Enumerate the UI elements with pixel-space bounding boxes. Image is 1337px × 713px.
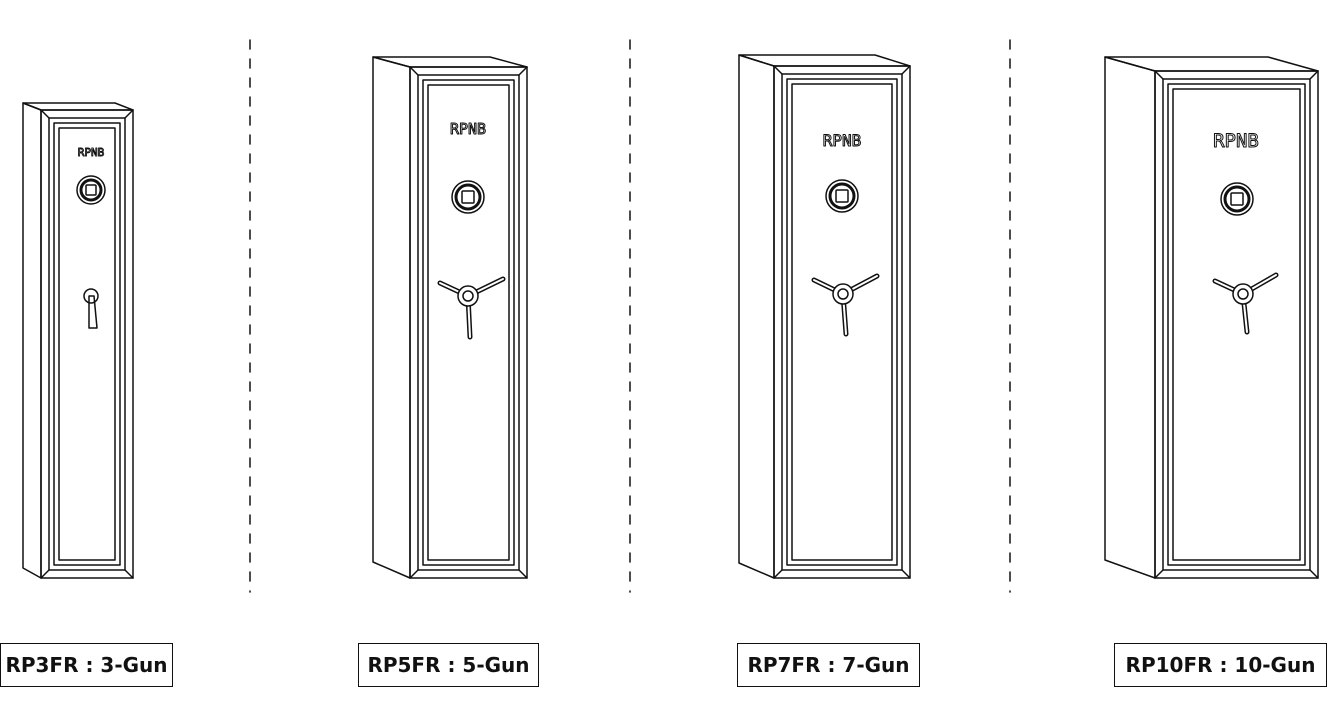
logo-text: RPNB [450,120,486,138]
fingerprint-lock-icon [451,180,485,214]
fingerprint-lock-icon [1220,182,1254,216]
safe-rp10fr: RPNB [1104,56,1319,579]
logo-text: RPNB [78,146,105,159]
lever-handle-icon [83,288,99,329]
safe-rp7fr: RPNB [738,54,911,579]
model-label-rp3fr: RP3FR : 3-Gun [0,643,173,687]
model-label-rp10fr: RP10FR : 10-Gun [1114,643,1327,687]
safe-rp3fr: RPNB [22,102,134,579]
logo-text: RPNB [823,131,862,150]
model-label-rp5fr: RP5FR : 5-Gun [358,643,539,687]
spoke-handle-icon [811,273,880,337]
spoke-handle-icon [437,276,506,340]
logo-text: RPNB [1213,130,1259,152]
fingerprint-lock-icon [76,175,106,205]
fingerprint-lock-icon [825,179,859,213]
model-label-rp7fr: RP7FR : 7-Gun [737,643,920,687]
safe-rp5fr: RPNB [372,56,528,579]
spoke-handle-icon [1212,272,1279,335]
